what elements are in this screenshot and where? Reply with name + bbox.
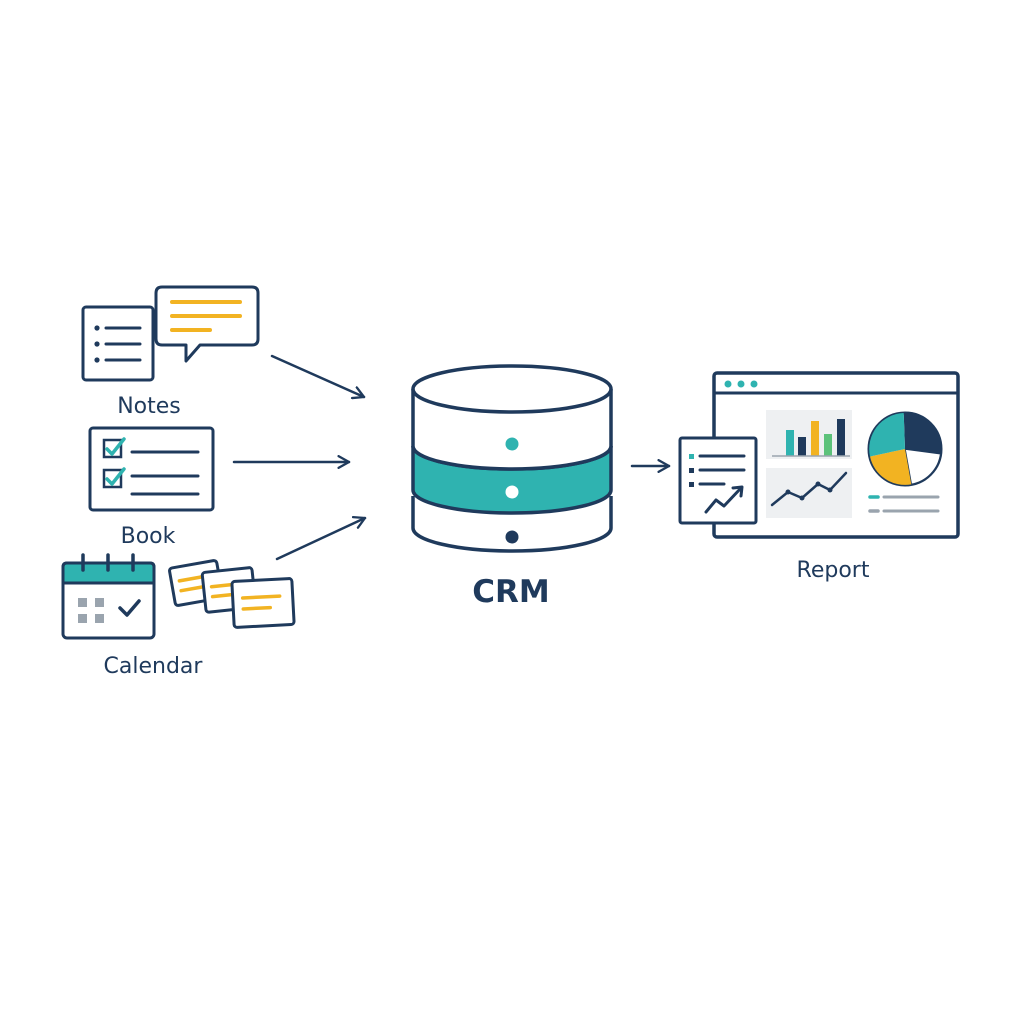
report-node: Report	[678, 371, 960, 583]
sticky-notes-icon	[168, 559, 296, 629]
pie-chart-icon	[867, 411, 943, 513]
book-node: Book	[88, 426, 215, 549]
book-label: Book	[121, 524, 176, 549]
database-icon	[411, 364, 613, 553]
bar-chart-icon	[766, 410, 852, 459]
crm-node: CRM	[411, 364, 613, 610]
crm-label: CRM	[472, 574, 549, 610]
notes-label: Notes	[117, 394, 181, 419]
report-label: Report	[797, 558, 870, 583]
notes-node: Notes	[81, 285, 260, 419]
arrow-calendar-to-crm	[275, 515, 367, 561]
speech-bubble-icon	[154, 285, 260, 363]
calendar-icon	[61, 553, 156, 640]
calendar-node: Calendar	[61, 553, 296, 679]
checklist-icon	[88, 426, 215, 512]
document-list-icon	[81, 305, 155, 382]
calendar-label: Calendar	[104, 654, 204, 679]
line-chart-icon	[766, 468, 852, 518]
arrow-notes-to-crm	[270, 354, 366, 400]
report-document-icon	[678, 436, 758, 525]
